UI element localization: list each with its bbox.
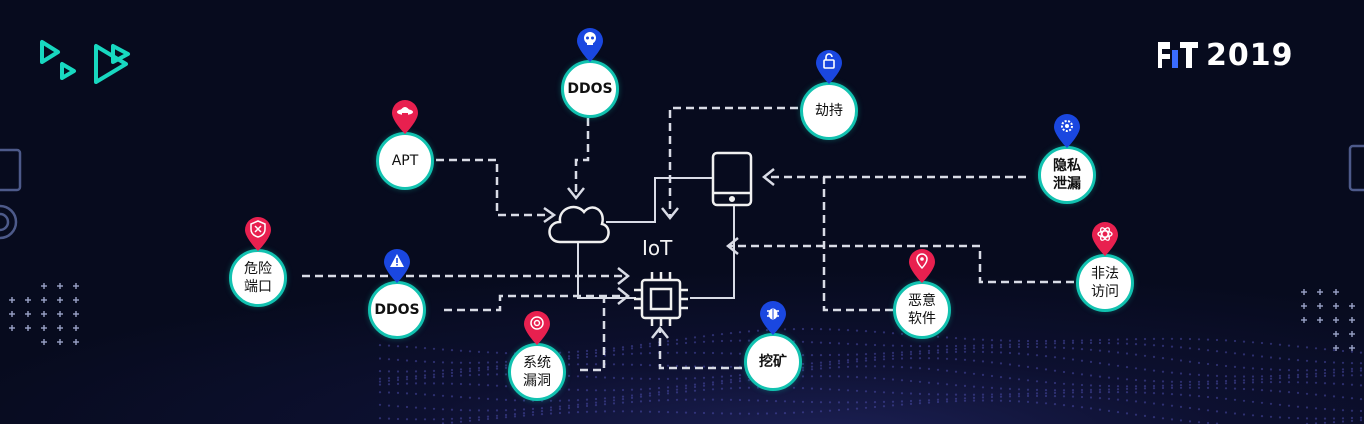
node-label: 隐私 泄漏 bbox=[1053, 158, 1081, 192]
logo-year: 2019 bbox=[1206, 37, 1294, 73]
iot-label: IoT bbox=[642, 236, 673, 260]
dotted-wave-decoration bbox=[378, 327, 1363, 424]
left-edge-decoration bbox=[0, 148, 22, 240]
node-danger-port: 危险 端口 bbox=[229, 249, 287, 307]
chip-icon bbox=[634, 272, 688, 326]
node-hijack: 劫持 bbox=[800, 82, 858, 140]
skull-icon bbox=[575, 26, 605, 64]
connector-malware bbox=[822, 177, 893, 312]
node-label: DDOS bbox=[374, 302, 420, 318]
node-illegal-access: 非法 访问 bbox=[1076, 254, 1134, 312]
bug-icon bbox=[758, 299, 788, 337]
node-label: 危险 端口 bbox=[244, 261, 272, 295]
node-ddos-bottom: DDOS bbox=[368, 281, 426, 339]
connector-apt bbox=[436, 158, 550, 217]
node-label: 系统 漏洞 bbox=[523, 355, 551, 389]
connector-hijack bbox=[668, 106, 798, 216]
play-arrows-icon bbox=[40, 40, 130, 84]
connector-ddos-bottom bbox=[444, 294, 625, 312]
dashed-connectors bbox=[302, 106, 1074, 372]
connector-ddos-top bbox=[574, 118, 590, 196]
node-malware: 恶意 软件 bbox=[893, 281, 951, 339]
node-label: DDOS bbox=[567, 81, 613, 97]
right-edge-decoration bbox=[1348, 144, 1364, 192]
atom-icon bbox=[1090, 220, 1120, 258]
shield-x-icon bbox=[243, 215, 273, 253]
node-privacy-leak: 隐私 泄漏 bbox=[1038, 146, 1096, 204]
node-label: 非法 访问 bbox=[1091, 266, 1119, 300]
hacker-icon bbox=[390, 98, 420, 136]
gear-icon bbox=[1052, 112, 1082, 150]
node-label: 恶意 软件 bbox=[908, 293, 936, 327]
connector-mining bbox=[658, 330, 742, 370]
node-label: 挖矿 bbox=[759, 354, 787, 370]
node-apt: APT bbox=[376, 132, 434, 190]
connector-system-vuln bbox=[580, 296, 606, 372]
cloud-icon bbox=[548, 205, 610, 244]
logo-mark bbox=[1158, 42, 1198, 68]
connector-illegal bbox=[730, 244, 1074, 284]
node-label: 劫持 bbox=[815, 103, 843, 119]
node-label: APT bbox=[391, 153, 419, 169]
unlock-icon bbox=[814, 48, 844, 86]
solid-connectors bbox=[577, 177, 735, 299]
node-system-vuln: 系统 漏洞 bbox=[508, 343, 566, 401]
location-icon bbox=[907, 247, 937, 285]
node-mining: 挖矿 bbox=[744, 333, 802, 391]
fit-2019-logo: 2019 bbox=[1158, 37, 1294, 73]
phone-icon bbox=[711, 151, 753, 207]
plus-grid-left bbox=[9, 283, 79, 345]
plus-grid-right bbox=[1301, 289, 1355, 351]
target-icon bbox=[522, 309, 552, 347]
warning-icon bbox=[382, 247, 412, 285]
node-ddos-top: DDOS bbox=[561, 60, 619, 118]
